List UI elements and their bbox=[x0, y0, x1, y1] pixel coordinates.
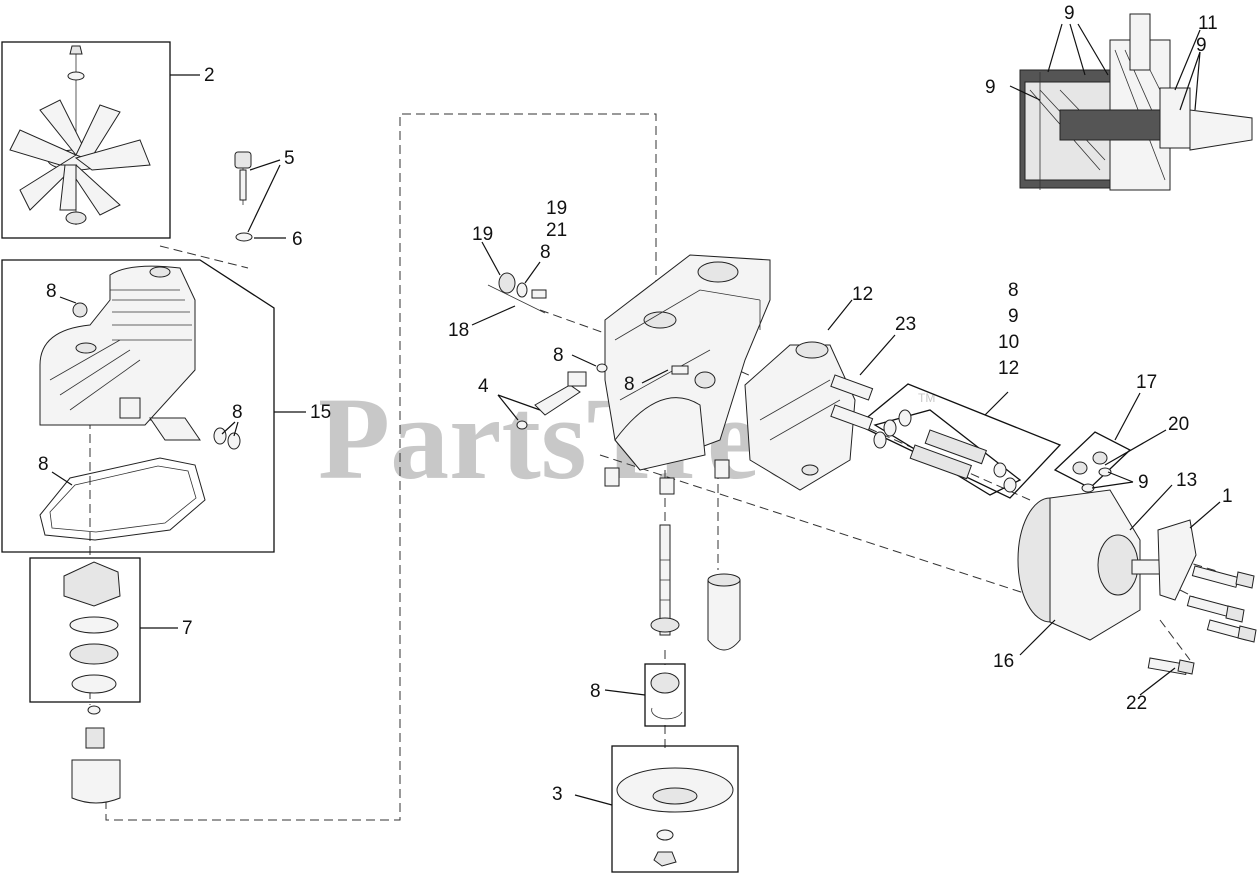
callout-15: 15 bbox=[310, 402, 331, 423]
callout-8: 8 bbox=[232, 402, 243, 423]
bypass-parts bbox=[487, 272, 547, 314]
gasket bbox=[39, 457, 206, 541]
watermark-tm: TM bbox=[918, 391, 935, 405]
housing bbox=[39, 265, 241, 450]
bypass-arm bbox=[516, 363, 608, 430]
callout-13: 13 bbox=[1176, 470, 1197, 491]
dowel-pins bbox=[830, 374, 874, 431]
callout-19: 19 bbox=[546, 198, 567, 219]
callouts: 2 5 6 8 8 15 8 7 19 21 8 19 18 8 4 8 8 3… bbox=[38, 3, 1233, 805]
filter bbox=[707, 573, 741, 651]
callout-9: 9 bbox=[1196, 35, 1207, 56]
callout-9: 9 bbox=[1064, 3, 1075, 24]
end-cap bbox=[744, 341, 856, 491]
callout-10: 10 bbox=[998, 332, 1019, 353]
check-valve-box bbox=[1053, 431, 1132, 489]
fan-group-box bbox=[1, 41, 171, 239]
callout-8: 8 bbox=[540, 242, 551, 263]
callout-7: 7 bbox=[182, 618, 193, 639]
motor-assembly bbox=[1017, 489, 1197, 641]
callout-18: 18 bbox=[448, 320, 469, 341]
center-plugs bbox=[671, 365, 716, 389]
check-valve bbox=[1072, 451, 1112, 493]
callout-19: 19 bbox=[472, 224, 493, 245]
callout-22: 22 bbox=[1126, 693, 1147, 714]
callout-20: 20 bbox=[1168, 414, 1189, 435]
callout-8: 8 bbox=[38, 454, 49, 475]
bearing-group-box bbox=[29, 557, 141, 703]
valve-kit-box-inner bbox=[873, 409, 1022, 496]
callout-12: 12 bbox=[852, 284, 873, 305]
callout-2: 2 bbox=[204, 65, 215, 86]
callout-12: 12 bbox=[998, 358, 1019, 379]
cross-section-view bbox=[1019, 13, 1253, 191]
cooling-fan bbox=[9, 45, 151, 225]
leader-lines bbox=[51, 23, 1221, 806]
bolts bbox=[1147, 565, 1257, 676]
callout-3: 3 bbox=[552, 784, 563, 805]
thrust-bearing-stack bbox=[63, 561, 121, 804]
pulley-group-box bbox=[611, 745, 739, 873]
housing-group-box bbox=[1, 259, 275, 553]
callout-23: 23 bbox=[895, 314, 916, 335]
callout-8: 8 bbox=[46, 281, 57, 302]
callout-8: 8 bbox=[1008, 280, 1019, 301]
input-shaft bbox=[650, 524, 680, 636]
pulley bbox=[616, 767, 734, 867]
callout-8: 8 bbox=[624, 374, 635, 395]
callout-1: 1 bbox=[1222, 486, 1233, 507]
callout-8: 8 bbox=[590, 681, 601, 702]
callout-6: 6 bbox=[292, 229, 303, 250]
callout-8: 8 bbox=[553, 345, 564, 366]
callout-5: 5 bbox=[284, 148, 295, 169]
vent-plug bbox=[234, 151, 253, 242]
valve-kit bbox=[873, 409, 1017, 493]
callout-21: 21 bbox=[546, 220, 567, 241]
callout-17: 17 bbox=[1136, 372, 1157, 393]
callout-9: 9 bbox=[1138, 472, 1149, 493]
callout-11: 11 bbox=[1198, 13, 1218, 34]
center-case bbox=[604, 254, 771, 495]
shaft-seal bbox=[650, 672, 683, 720]
callout-9: 9 bbox=[985, 77, 996, 98]
callout-9: 9 bbox=[1008, 306, 1019, 327]
callout-4: 4 bbox=[478, 376, 489, 397]
callout-16: 16 bbox=[993, 651, 1014, 672]
